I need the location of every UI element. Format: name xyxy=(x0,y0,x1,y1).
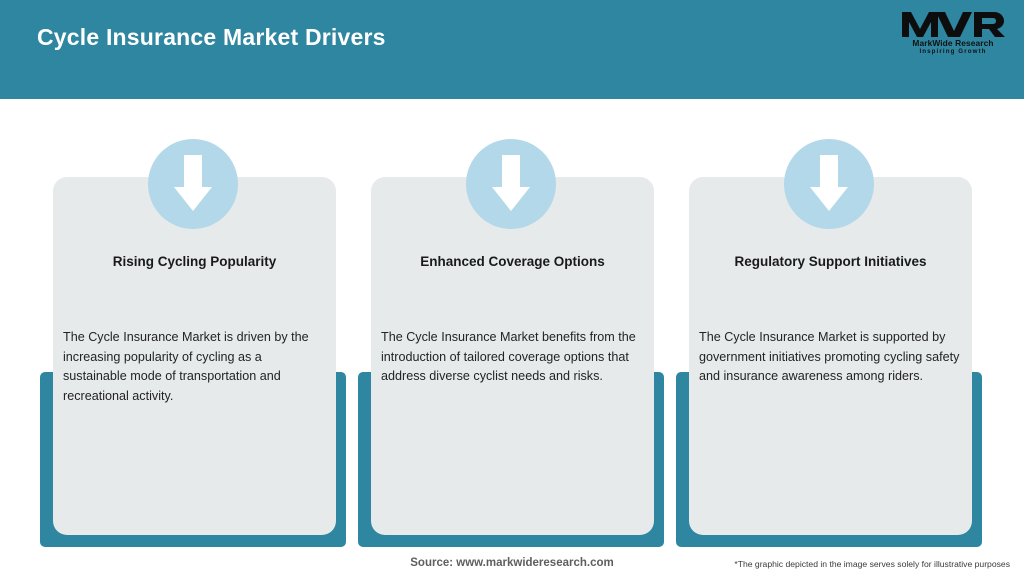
card-panel xyxy=(371,177,654,535)
page-title: Cycle Insurance Market Drivers xyxy=(37,24,386,50)
logo-company-name: MarkWide Research xyxy=(912,38,994,48)
disclaimer-label: *The graphic depicted in the image serve… xyxy=(734,559,1010,569)
brand-logo: MarkWide Research Inspiring Growth xyxy=(900,9,1006,59)
card-body-text: The Cycle Insurance Market is driven by … xyxy=(63,330,309,403)
card-body-text: The Cycle Insurance Market benefits from… xyxy=(381,330,636,383)
card-panel xyxy=(53,177,336,535)
card-title: Enhanced Coverage Options xyxy=(420,254,605,269)
header-band: Cycle Insurance Market Drivers MarkWide … xyxy=(0,0,1024,99)
mwr-logo-icon xyxy=(902,12,1005,37)
logo-tagline: Inspiring Growth xyxy=(919,48,987,55)
card-title: Regulatory Support Initiatives xyxy=(734,254,927,269)
down-arrow-icon xyxy=(492,155,530,211)
down-arrow-icon xyxy=(174,155,212,211)
source-label: Source: www.markwideresearch.com xyxy=(410,557,614,569)
card-panel xyxy=(689,177,972,535)
card-body-text: The Cycle Insurance Market is supported … xyxy=(699,330,960,383)
card-title: Rising Cycling Popularity xyxy=(112,254,277,269)
down-arrow-icon xyxy=(810,155,848,211)
